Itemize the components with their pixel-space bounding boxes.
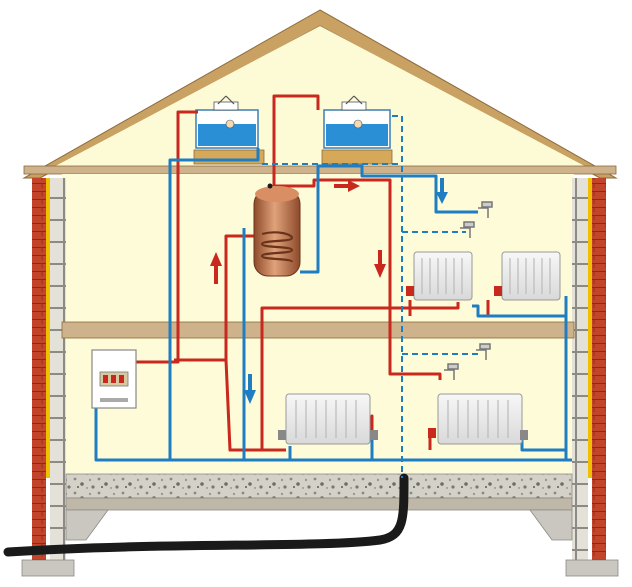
radiator-valve-icon bbox=[370, 430, 378, 440]
arrow-right-icon bbox=[334, 180, 360, 192]
intermediate-floor bbox=[61, 321, 575, 339]
upper-hot-branch bbox=[260, 302, 460, 450]
arrow-down-icon bbox=[436, 178, 448, 204]
hot-water-cylinder bbox=[253, 183, 301, 277]
tap-lower bbox=[476, 343, 491, 360]
wall-insulation-right bbox=[588, 178, 592, 478]
feed-and-expansion-tank bbox=[323, 95, 391, 149]
footing-left bbox=[21, 559, 75, 577]
boiler bbox=[91, 349, 137, 409]
drain-pipe bbox=[3, 473, 409, 557]
arrow-down-icon bbox=[244, 374, 256, 404]
flow-arrows bbox=[210, 178, 448, 404]
radiator-lower-left bbox=[278, 393, 378, 445]
upper-return bbox=[472, 296, 568, 318]
radiator-upper-right bbox=[494, 251, 561, 301]
cold-water-storage-tank bbox=[195, 95, 259, 149]
heat-exchanger-coil-icon bbox=[260, 231, 294, 264]
hot-pipe-boiler-loop bbox=[136, 110, 198, 364]
cold-feed bbox=[168, 148, 260, 460]
float-valve-icon bbox=[225, 119, 235, 129]
tap-upper bbox=[478, 201, 493, 218]
tap-lower-2 bbox=[444, 363, 459, 380]
float-valve-icon bbox=[353, 119, 363, 129]
radiator-valve-icon bbox=[406, 286, 414, 296]
arrow-up-icon bbox=[210, 252, 222, 284]
radiator-valve-icon bbox=[494, 286, 502, 296]
radiator-upper-left bbox=[406, 251, 473, 301]
left-wall bbox=[32, 178, 66, 560]
radiator-lower-right bbox=[428, 393, 528, 445]
hot-water-supply bbox=[274, 178, 442, 380]
ground-floor bbox=[21, 473, 619, 577]
right-wall bbox=[572, 178, 606, 560]
cold-water-down-pipe bbox=[392, 115, 403, 478]
roof bbox=[22, 9, 618, 179]
radiator-valve-icon bbox=[520, 430, 528, 440]
return-main bbox=[94, 408, 572, 462]
vent-pipe bbox=[272, 94, 320, 186]
tap-upper-2 bbox=[460, 221, 475, 238]
cold-to-upper-tap bbox=[300, 164, 478, 274]
radiator-valve-icon bbox=[428, 428, 436, 438]
arrow-down-icon bbox=[374, 250, 386, 278]
footing-right bbox=[565, 559, 619, 577]
cold-pipes bbox=[94, 148, 572, 462]
wall-insulation-left bbox=[46, 178, 50, 478]
radiator-valve-icon bbox=[278, 430, 286, 440]
